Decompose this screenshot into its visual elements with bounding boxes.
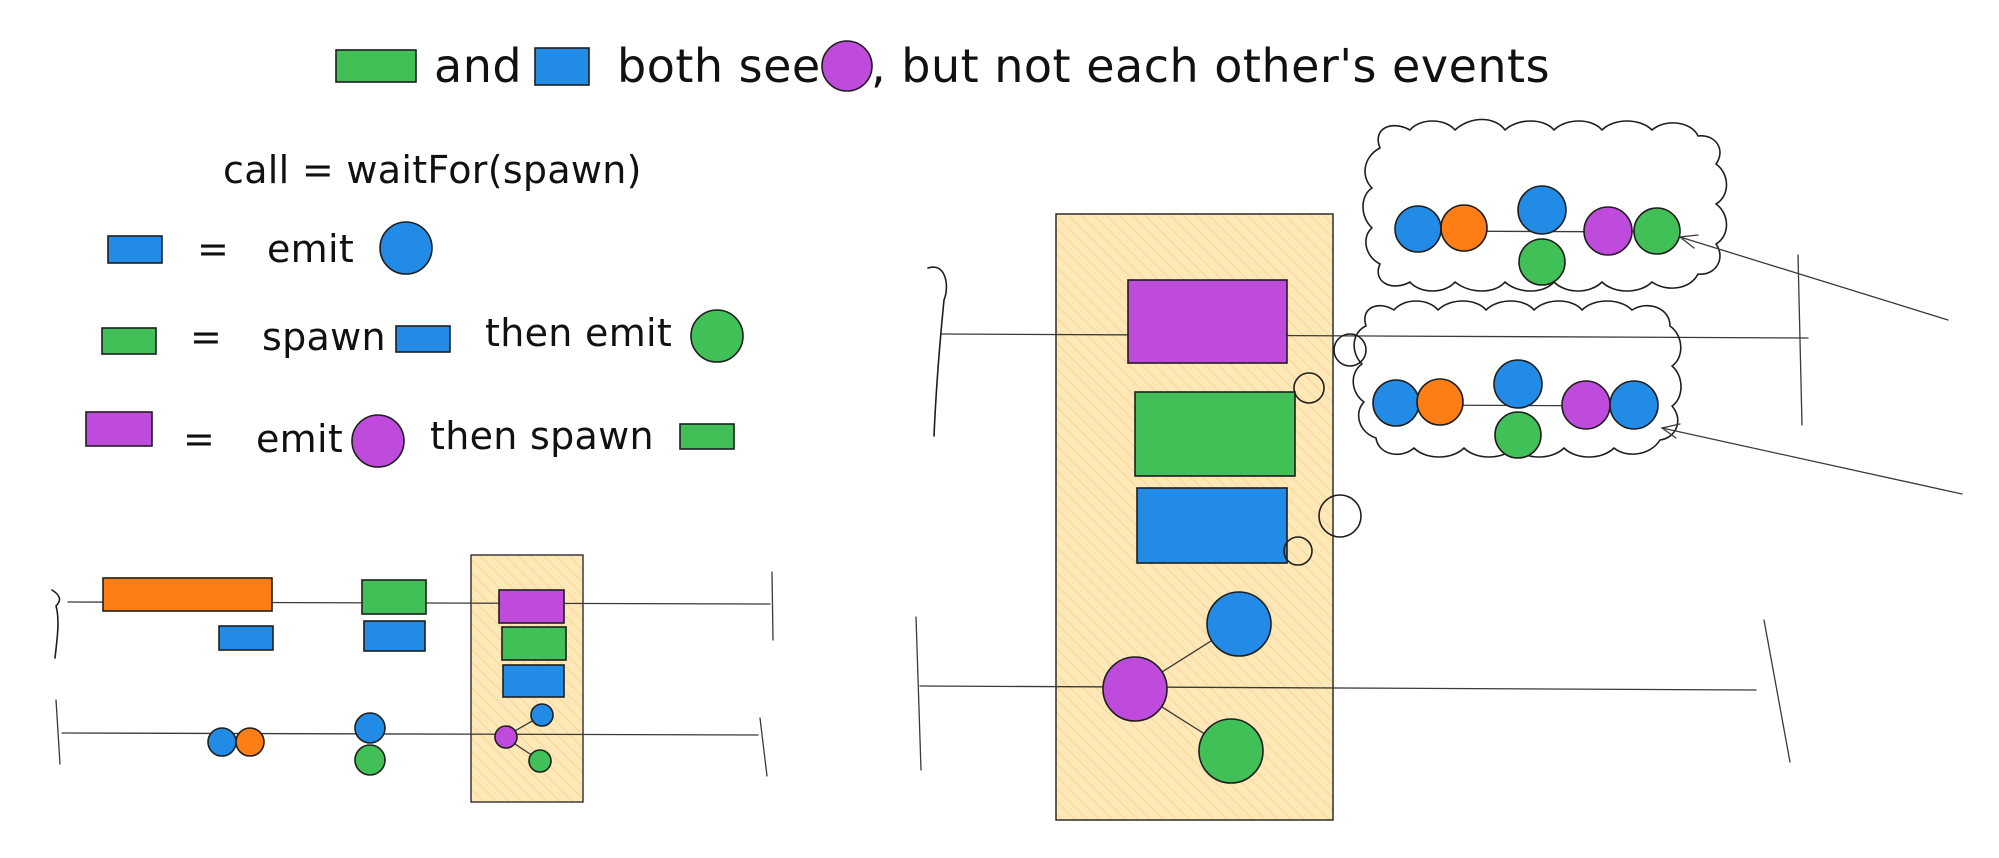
small-blue-box-icon [218,625,274,651]
upper-arrowhead-icon [1678,234,1699,249]
small-green-event-icon [354,744,386,776]
large-blue-event-icon [1206,591,1272,657]
legend-then: then spawn [430,414,654,458]
legend-row-emit-then-spawn: = emit then spawn [85,411,735,468]
bubble-trail-icon [1293,372,1325,404]
large-timeline-diagram [915,118,1963,821]
bubble-trail-icon [1333,333,1367,367]
lower-cloud-green-event-icon [1494,411,1542,459]
upper-arrow-shaft [1679,236,1949,321]
title-purple-event-icon [821,40,873,92]
large-blue-box-icon [1136,487,1288,564]
small-blue-event-icon [354,712,386,744]
legend-green-box-icon [101,327,157,355]
legend-verb: emit [256,417,343,461]
legend-row-emit: = emit [107,221,433,275]
small-green-event-icon [528,749,552,773]
small-orange-box-icon [102,577,273,612]
large-lower-right-tick [1763,619,1791,763]
small-blue-box-icon [502,664,565,698]
title-row: and both see , but not each other's even… [335,39,1550,93]
small-green-box-icon [361,579,427,615]
large-upper-left-bracket [927,266,948,437]
small-purple-box-icon [498,589,565,624]
small-blue-event-icon [207,727,237,757]
legend-green-box-icon [679,423,735,450]
small-purple-event-icon [494,725,518,749]
legend-row-spawn: = spawn then emit [101,309,744,363]
legend-green-event-icon [690,309,744,363]
large-purple-box-icon [1127,279,1288,364]
lower-arrowhead-icon [1660,423,1681,439]
bubble-trail-icon [1318,494,1362,538]
legend-verb: emit [267,227,354,271]
large-upper-timeline [941,333,1809,339]
upper-cloud-blue-event-icon [1394,205,1442,253]
title-blue-box-icon [534,47,590,86]
legend-then: then emit [485,311,672,355]
lower-cloud-blue-event-icon [1372,379,1420,427]
small-blue-box-icon [363,620,426,652]
upper-cloud-purple-event-icon [1583,206,1633,256]
title-rest: , but not each other's events [871,39,1550,93]
legend-purple-box-icon [85,411,153,447]
upper-cloud-orange-event-icon [1440,204,1488,252]
large-lower-timeline [919,685,1757,691]
title-both-see: both see [617,39,821,93]
legend-definition: call = waitFor(spawn) [223,148,642,192]
upper-cloud-green-event-icon [1633,207,1681,255]
lower-cloud-orange-event-icon [1416,378,1464,426]
bubble-trail-icon [1283,536,1313,566]
lower-cloud-blue-event-icon [1493,359,1543,409]
lower-cloud-blue-event-icon [1609,380,1659,430]
title-green-box-icon [335,49,417,83]
upper-cloud-arrow [1678,234,1949,321]
title-and: and [434,39,522,93]
legend-blue-box-icon [107,235,163,264]
large-purple-event-icon [1102,656,1168,722]
lower-cloud-purple-event-icon [1561,380,1611,430]
upper-cloud-blue-event-icon [1517,185,1567,235]
large-green-box-icon [1134,391,1296,477]
small-lower-left-tick [55,699,61,765]
large-lower-left-tick [915,616,922,771]
lower-cloud-arrow [1660,423,1963,495]
large-upper-right-tick [1797,254,1803,426]
legend-blue-event-icon [379,221,433,275]
small-green-box-icon [501,626,567,661]
legend: call = waitFor(spawn) = emit = spawn the… [85,148,744,468]
lower-thought-cloud [1352,300,1682,459]
small-blue-event-icon [530,703,554,727]
small-upper-right-tick [771,571,774,641]
legend-eq: = [183,417,215,461]
small-lower-timeline [61,732,759,736]
legend-blue-box-icon [395,325,451,353]
small-upper-left-bracket [51,589,61,659]
legend-verb: spawn [262,315,386,359]
lower-arrow-shaft [1661,427,1963,495]
legend-eq: = [197,227,229,271]
small-lower-right-tick [759,717,768,777]
lower-cloud-icon [1352,300,1682,458]
small-orange-event-icon [235,727,265,757]
upper-cloud-icon [1362,118,1728,292]
upper-thought-cloud [1362,118,1728,292]
small-timeline-diagram [51,554,774,803]
upper-cloud-green-event-icon [1518,238,1566,286]
legend-purple-event-icon [351,414,405,468]
legend-eq: = [190,315,222,359]
large-green-event-icon [1198,718,1264,784]
